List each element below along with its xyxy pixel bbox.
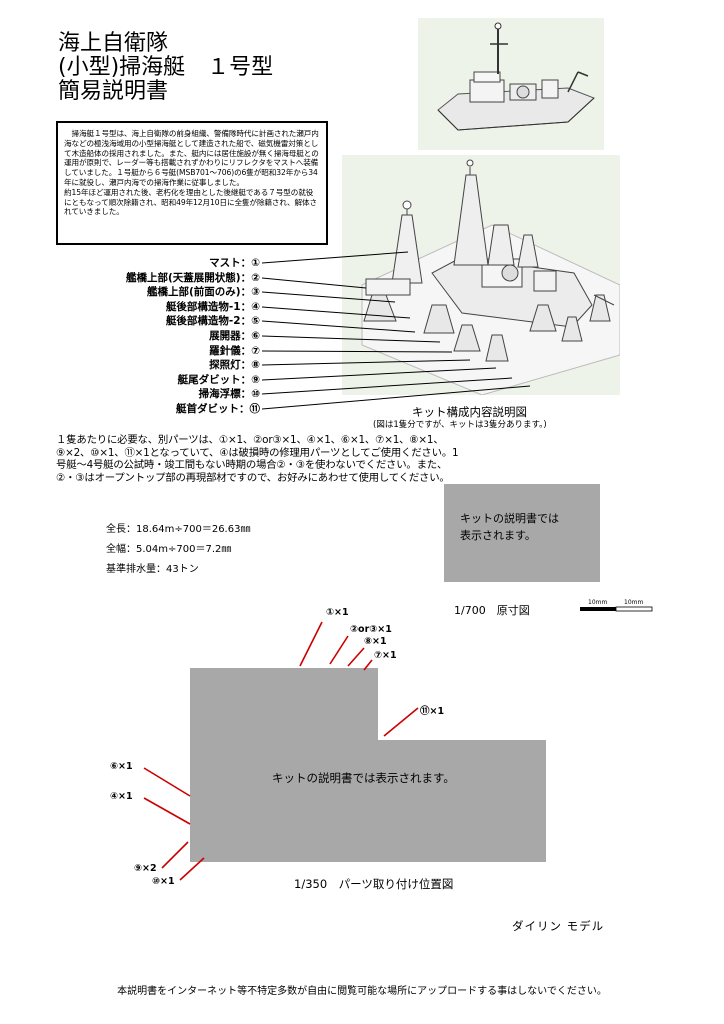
ship-render-small — [418, 18, 604, 150]
footer-notice: 本説明書をインターネット等不特定多数が自由に閲覧可能な場所にアップロードする事は… — [117, 986, 607, 997]
title-line-3: 簡易説明書 — [58, 79, 169, 104]
part-label: 羅針儀：⑦ — [209, 344, 260, 357]
callout-part-6: ⑥×1 — [110, 761, 133, 772]
document-title: 海上自衛隊 (小型)掃海艇 １号型 簡易説明書 — [58, 32, 273, 104]
placeholder-line-1: キットの説明書では — [460, 512, 559, 525]
part-label: 展開器：⑥ — [209, 329, 260, 342]
part-label: 掃海浮標：⑩ — [198, 388, 260, 401]
part-label: マスト：① — [209, 257, 260, 269]
part-label-list: マスト：① 艦橋上部(天蓋展開状態)：② 艦橋上部(前面のみ)：③ 艇後部構造物… — [70, 256, 260, 417]
description-paragraph-2: 約15年ほど運用された後、老朽化を理由とした後継艇である７号型の就役にともなって… — [64, 187, 317, 217]
spec-beam: 全幅：5.04m÷700＝7.2㎜ — [106, 544, 232, 555]
callout-part-2-or-3: ②or③×1 — [350, 624, 392, 635]
maker-name: ダイリン モデル — [512, 919, 605, 933]
callout-part-7: ⑦×1 — [374, 650, 397, 661]
callout-part-1: ①×1 — [326, 607, 349, 618]
mounting-placeholder-text: キットの説明書では表示されます。 — [272, 771, 455, 785]
description-box: 掃海艇１号型は、海上自衛隊の前身組織、警備隊時代に計画された瀬戸内海などの極浅海… — [56, 121, 328, 245]
part-label: 艦橋上部(天蓋展開状態)：② — [126, 271, 260, 284]
callout-leader-lines — [143, 621, 419, 881]
title-line-2: (小型)掃海艇 １号型 — [58, 55, 274, 80]
callout-part-4: ④×1 — [110, 791, 133, 802]
spec-length: 全長：18.64m÷700＝26.63㎜ — [106, 524, 251, 535]
kit-render-svg — [342, 155, 621, 396]
parts-instructions: １隻あたりに必要な、別パーツは、①×1、②or③×1、④×1、⑥×1、⑦×1、⑧… — [56, 434, 459, 484]
part-label: 艇尾ダビット：⑨ — [177, 373, 260, 386]
spec-displacement: 基準排水量：43トン — [106, 564, 199, 575]
kit-caption: キット構成内容説明図 — [412, 405, 527, 419]
kit-leader-lines — [261, 251, 531, 410]
scale-title: 1/700 原寸図 — [454, 604, 530, 617]
part-label: 艇首ダビット：⑪ — [176, 402, 260, 415]
scale-bar: 10mm 10mm — [578, 598, 654, 612]
part-label: 艦橋上部(前面のみ)：③ — [147, 286, 260, 299]
ship-render-small-svg — [418, 18, 604, 150]
part-label: 探照灯：⑧ — [209, 359, 260, 372]
part-label: 艇後部構造物-1：④ — [165, 300, 260, 313]
callout-part-10: ⑩×1 — [152, 876, 175, 887]
kit-render — [342, 155, 621, 396]
callout-part-11: ⑪×1 — [420, 706, 445, 717]
kit-caption-sub: (図は1隻分ですが、キットは3隻分あります。) — [373, 420, 547, 430]
description-paragraph-1: 掃海艇１号型は、海上自衛隊の前身組織、警備隊時代に計画された瀬戸内海などの極浅海… — [64, 129, 319, 187]
callout-part-8: ⑧×1 — [364, 636, 387, 647]
scale-drawing-placeholder: キットの説明書では 表示されます。 — [444, 484, 600, 582]
mounting-caption: 1/350 パーツ取り付け位置図 — [294, 877, 454, 891]
scalebar-label-1: 10mm — [588, 599, 607, 606]
placeholder-line-2: 表示されます。 — [460, 529, 536, 542]
mounting-placeholder-shape — [190, 668, 546, 862]
specs: 全長：18.64m÷700＝26.63㎜ 全幅：5.04m÷700＝7.2㎜ 基… — [106, 520, 250, 580]
part-label: 艇後部構造物-2：⑤ — [165, 315, 260, 328]
title-line-1: 海上自衛隊 — [58, 31, 169, 56]
scalebar-label-2: 10mm — [624, 599, 643, 606]
callout-part-9: ⑨×2 — [134, 863, 157, 874]
